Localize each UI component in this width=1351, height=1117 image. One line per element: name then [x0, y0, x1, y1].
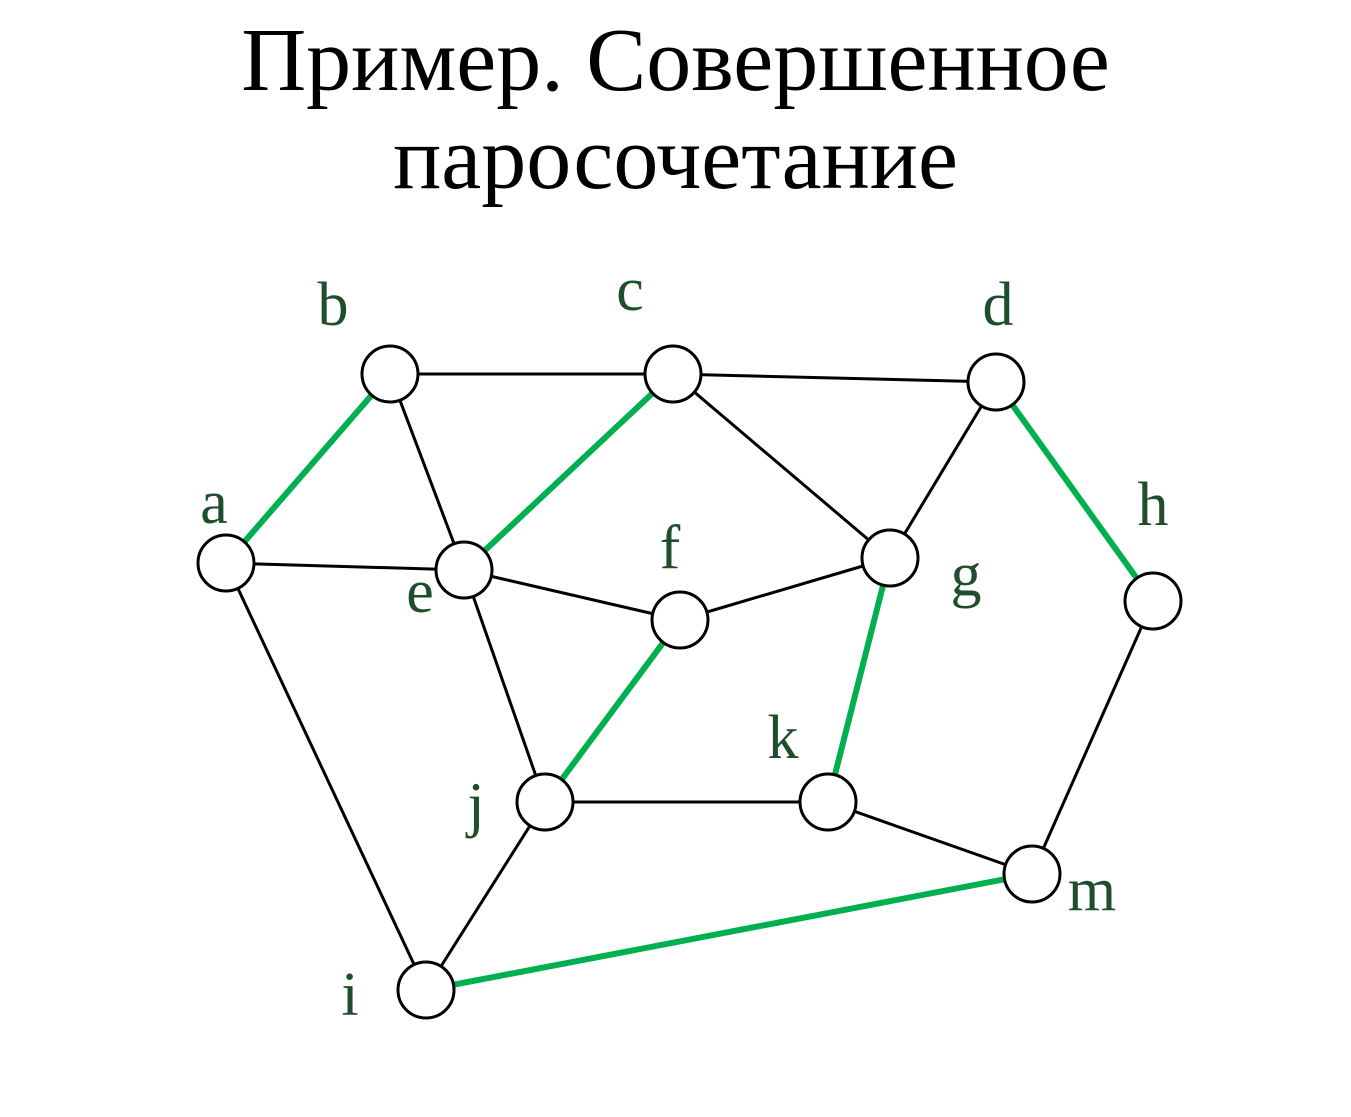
node-label-i: i: [341, 961, 358, 1029]
matching-edge-c-e: [461, 371, 676, 573]
slide-title: Пример. Совершенное паросочетание: [0, 12, 1351, 208]
graph-node-a: [196, 533, 256, 593]
edge-a-e: [225, 561, 465, 572]
graph-edges: [223, 371, 1156, 993]
graph-node-f: [650, 590, 710, 650]
matching-edge-g-k: [825, 557, 893, 803]
graph-node-b: [360, 344, 420, 404]
edge-b-e: [388, 373, 466, 571]
edge-k-m: [827, 800, 1033, 876]
graph-nodes: [196, 344, 1183, 1020]
edge-d-g: [888, 381, 998, 559]
graph-node-j: [515, 772, 575, 832]
graph-node-e: [434, 540, 494, 600]
graph-node-k: [798, 772, 858, 832]
edge-a-i: [224, 562, 428, 991]
matching-edge-d-h: [993, 380, 1156, 603]
node-label-a: a: [200, 469, 228, 537]
graph-node-i: [396, 960, 456, 1020]
node-label-j: j: [465, 771, 484, 839]
node-label-d: d: [983, 271, 1014, 339]
edge-c-d: [672, 372, 997, 384]
matching-edge-a-b: [223, 372, 393, 565]
edge-c-g: [672, 372, 891, 560]
node-label-e: e: [406, 558, 434, 626]
graph-node-g: [860, 528, 920, 588]
edge-e-j: [462, 569, 547, 803]
graph-node-labels: a b c d e f g h i j k m: [200, 256, 1168, 1029]
node-label-f: f: [660, 514, 681, 582]
edge-h-m: [1030, 600, 1155, 875]
graph-node-c: [643, 344, 703, 404]
slide-title-line-2: паросочетание: [393, 109, 958, 208]
graph-node-d: [966, 352, 1026, 412]
node-label-m: m: [1068, 856, 1116, 924]
matching-edge-i-m: [425, 871, 1033, 993]
matching-edge-f-j: [542, 618, 683, 804]
node-label-k: k: [768, 704, 799, 772]
slide-title-line-1: Пример. Совершенное: [241, 11, 1110, 110]
node-label-g: g: [951, 541, 982, 609]
node-label-c: c: [616, 256, 644, 324]
node-label-b: b: [318, 271, 349, 339]
edge-j-i: [424, 801, 547, 991]
edge-e-f: [463, 568, 681, 622]
node-label-h: h: [1138, 471, 1169, 539]
graph-node-h: [1123, 571, 1183, 631]
edge-f-g: [679, 556, 891, 622]
graph-node-m: [1002, 844, 1062, 904]
